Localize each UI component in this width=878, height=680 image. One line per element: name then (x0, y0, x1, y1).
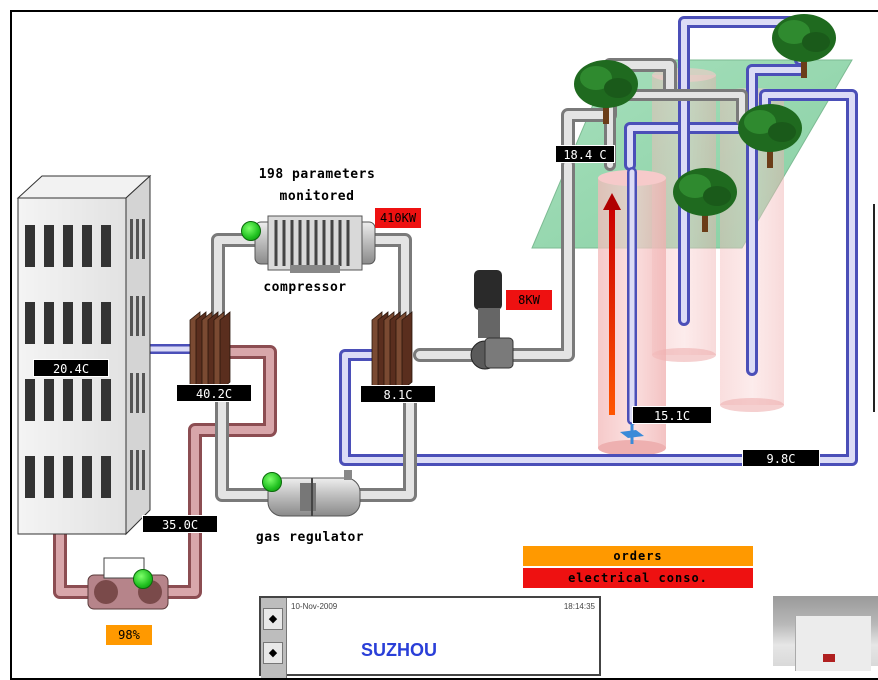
legend-electrical-consumption: electrical conso. (523, 568, 753, 588)
building-window (63, 456, 73, 498)
legend-orders: orders (523, 546, 753, 566)
site-panel: ◆ ◆ 10-Nov-2009 18:14:35 SUZHOU (259, 596, 601, 678)
panel-nav: ◆ ◆ (261, 598, 287, 678)
panel-time: 18:14:35 (563, 602, 595, 611)
geothermal-diagram (16, 14, 858, 610)
building-window (101, 225, 111, 267)
right-exchanger-temperature: 8.1C (360, 385, 436, 403)
compressor-power-readout: 410KW (375, 208, 421, 228)
tree (673, 168, 737, 232)
circulation-pump (470, 270, 514, 370)
gas-regulator-status-indicator[interactable] (262, 472, 282, 492)
building-window (25, 225, 35, 267)
building-window (82, 302, 92, 344)
tree (574, 60, 638, 124)
return-line-temperature: 35.0C (142, 515, 218, 533)
pump-power-readout: 8KW (506, 290, 552, 310)
panel-date: 10-Nov-2009 (291, 602, 338, 611)
building-window (63, 379, 73, 421)
heat-flow-arrow (603, 193, 621, 415)
parameters-title-line1: 198 parameters (258, 167, 376, 182)
hot-loop-pipe (53, 345, 277, 599)
building-window (25, 456, 35, 498)
compressor-unit (254, 215, 376, 273)
building-window (101, 456, 111, 498)
gas-regulator-unit (267, 470, 361, 517)
building-window (25, 302, 35, 344)
pump-level-badge: 98% (106, 625, 152, 645)
compressor-label: compressor (263, 280, 347, 295)
building-pump (87, 557, 169, 610)
building-window (25, 379, 35, 421)
field-return-temperature: 9.8C (742, 449, 820, 467)
parameters-title-line2: monitored (279, 189, 355, 204)
gas-regulator-label: gas regulator (255, 530, 365, 545)
building-pump-status-indicator[interactable] (133, 569, 153, 589)
nav-up-button[interactable]: ◆ (263, 608, 283, 630)
building-window (44, 379, 54, 421)
well-valve (620, 424, 644, 444)
tree (772, 14, 836, 78)
site-photo-thumbnail[interactable] (773, 596, 878, 671)
building (16, 174, 152, 536)
trees (574, 14, 836, 232)
building-window (82, 379, 92, 421)
left-heat-exchanger (189, 311, 231, 391)
tree (738, 104, 802, 168)
field-supply-temperature: 18.4 C (555, 145, 615, 163)
side-panel-edge (873, 204, 878, 412)
panel-city: SUZHOU (361, 640, 437, 660)
building-window (44, 225, 54, 267)
building-window (101, 302, 111, 344)
building-window (82, 456, 92, 498)
building-window (101, 379, 111, 421)
building-window (63, 225, 73, 267)
building-window (63, 302, 73, 344)
building-window (44, 456, 54, 498)
building-temperature: 20.4C (33, 359, 109, 377)
nav-down-button[interactable]: ◆ (263, 642, 283, 664)
left-exchanger-temperature: 40.2C (176, 384, 252, 402)
right-heat-exchanger (371, 311, 413, 391)
building-window (44, 302, 54, 344)
building-window (82, 225, 92, 267)
compressor-status-indicator[interactable] (241, 221, 261, 241)
well-temperature: 15.1C (632, 406, 712, 424)
